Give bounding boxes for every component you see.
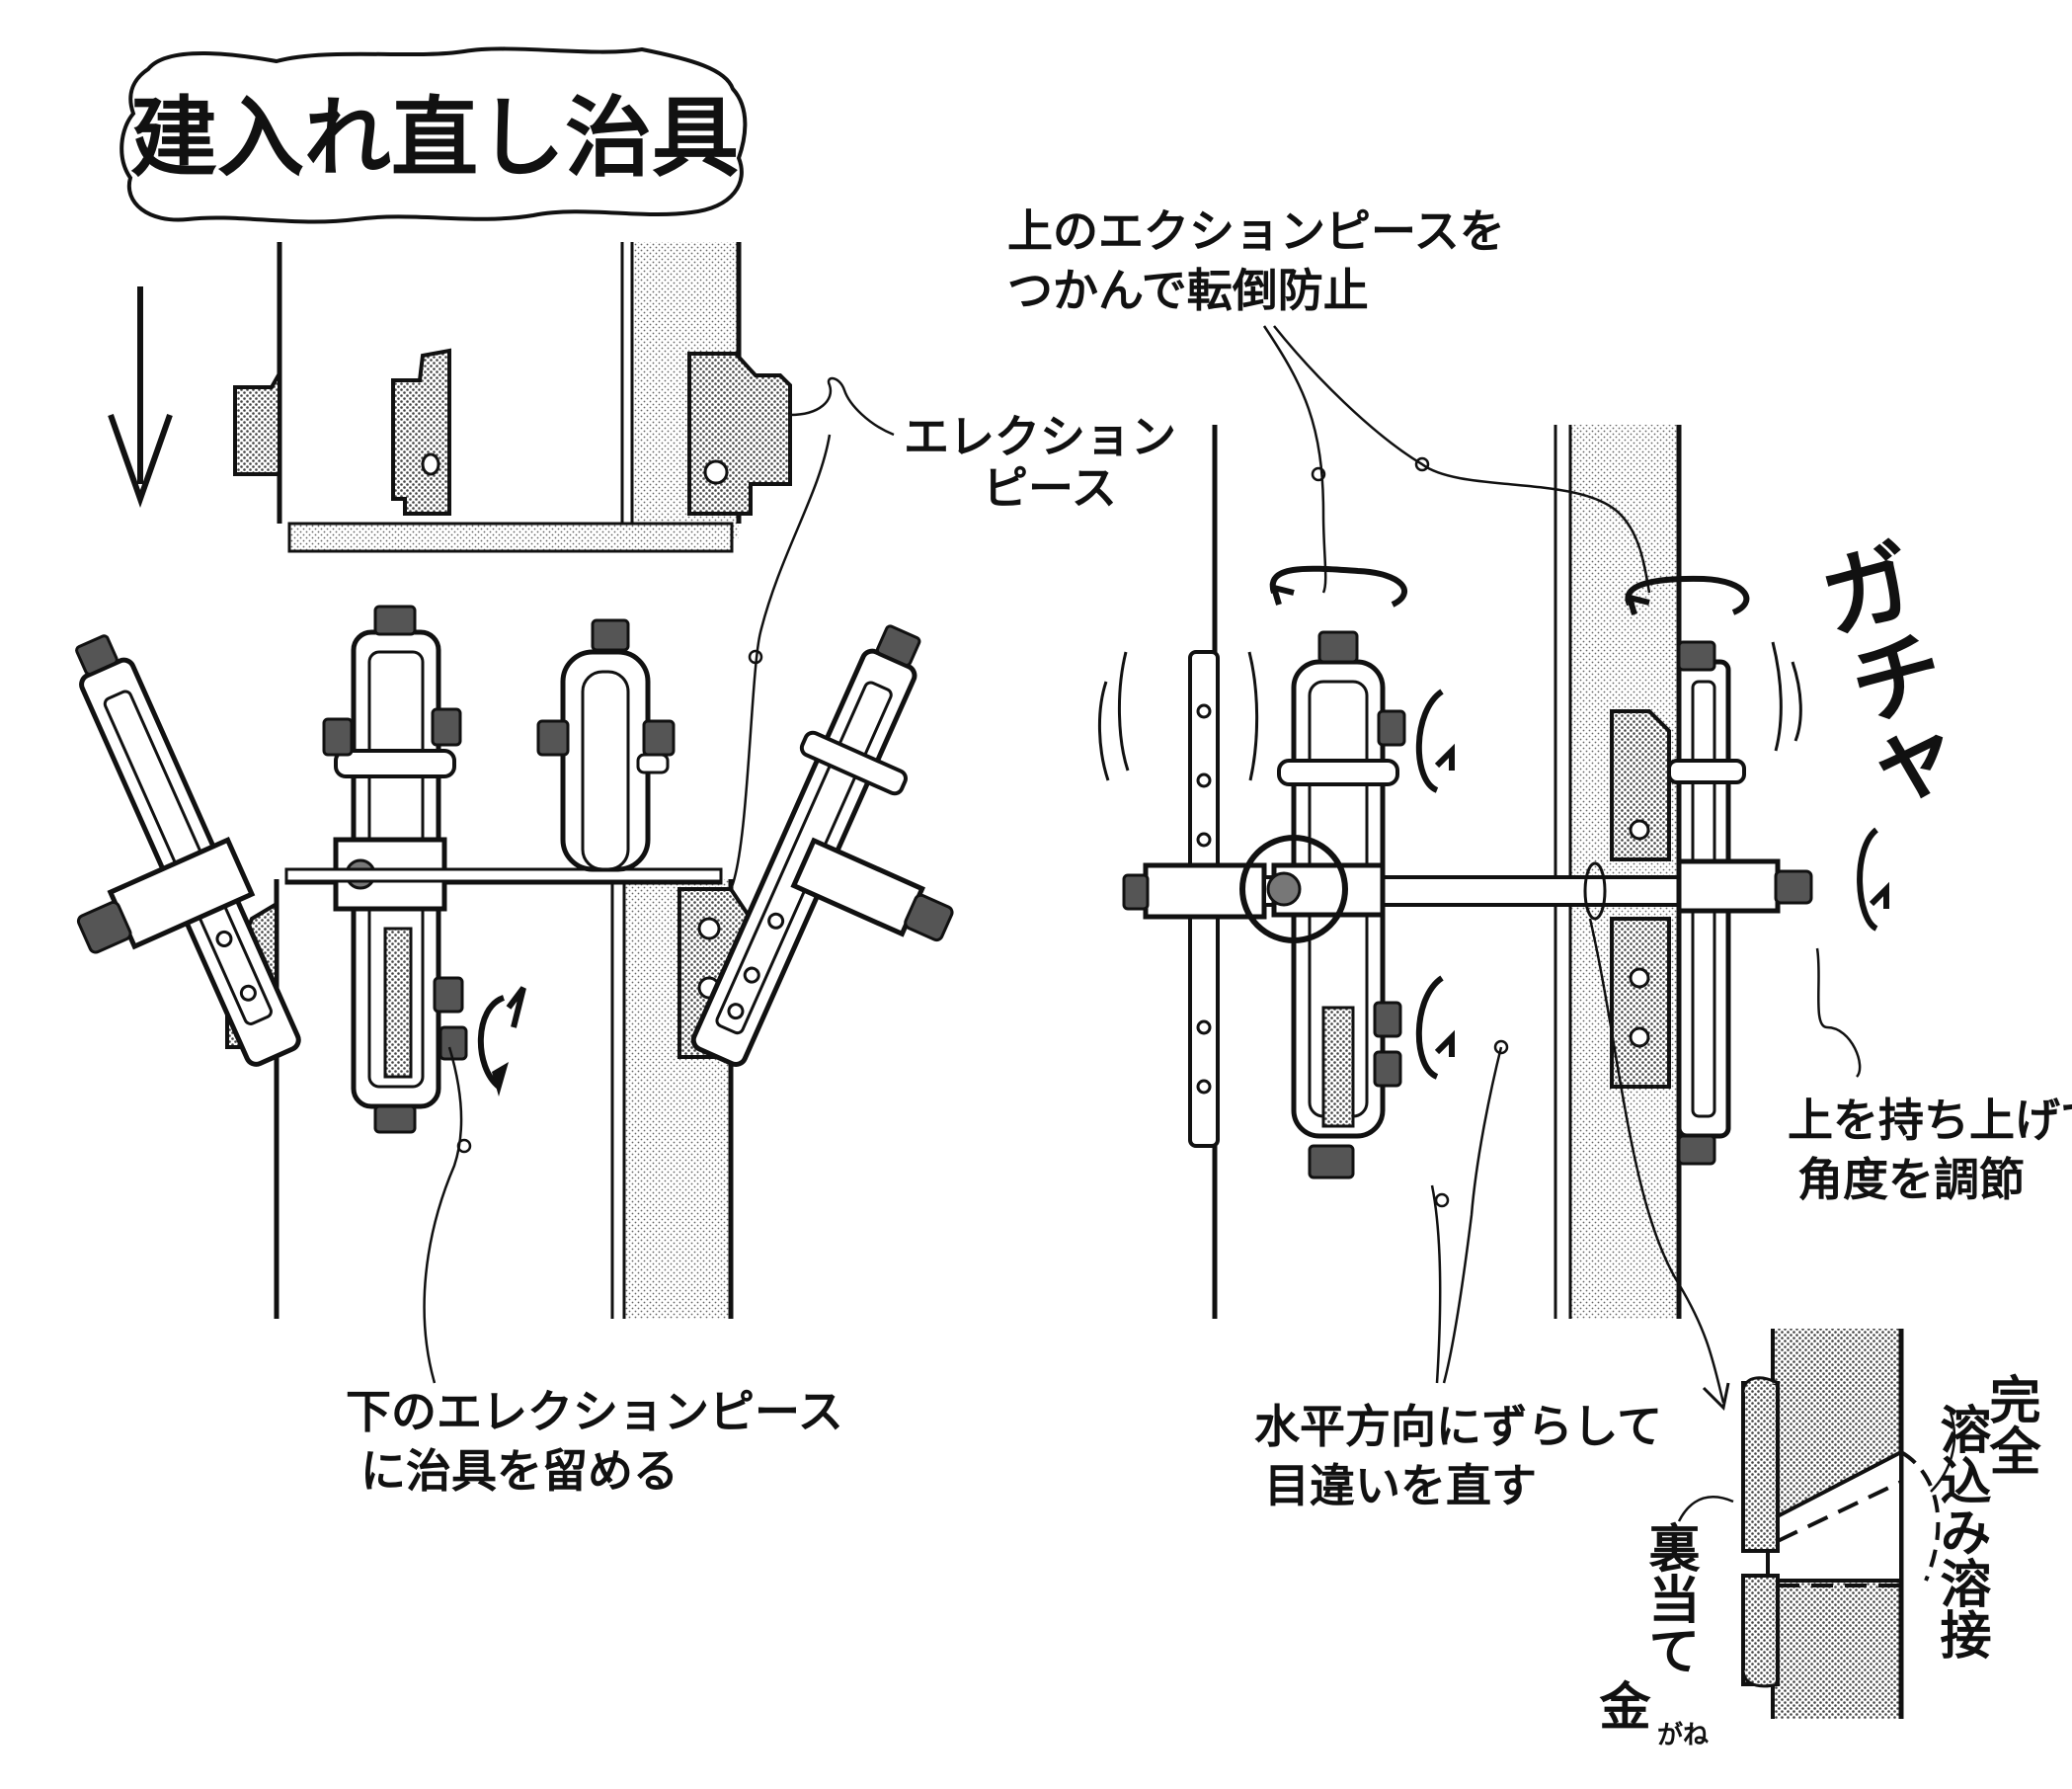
upper-piece-line1: 上のエクションピースを [1007,204,1505,258]
jig-back [536,618,676,872]
lower-column [225,867,753,1319]
right-erection-pieces [1610,709,1671,1089]
upper-column [233,242,792,553]
erection-piece-line2: ピース [983,461,1117,515]
jig-left-tilted [75,634,301,1067]
upper-piece-line2: つかんで転倒防止 [1007,264,1369,317]
sound-effect: ガ チ ャ [1810,528,1970,821]
title-cloud: 建入れ直し治具 [120,46,748,224]
label-full-penetration: 完全 溶込み溶接 [1931,1373,2041,1660]
full-penetration-col1: 完全 [1980,1373,2041,1476]
backing-ruby: がね [1657,1720,1709,1750]
label-erection-piece: エレクション ピース [904,410,1176,515]
right-side-jig [1667,640,1813,1166]
leader-lines-right [1262,325,1862,1412]
title-text: 建入れ直し治具 [130,87,739,189]
horizontal-line2: 目違いを直す [1264,1459,1537,1512]
full-penetration-col2: 溶込み溶接 [1931,1403,1991,1660]
motion-lines [1097,641,1802,781]
backing-col1: 裏当て [1639,1521,1700,1675]
leader-lines-left [423,376,895,1384]
rotation-arrows [1269,565,1889,1080]
lower-piece-line2: に治具を留める [360,1444,678,1498]
lower-piece-line1: 下のエレクションピース [346,1385,843,1438]
erection-piece-line1: エレクション [904,410,1176,463]
right-horizontal-bar [1122,835,1681,943]
label-lower-piece: 下のエレクションピース に治具を留める [346,1385,843,1498]
label-lift: 上を持ち上げて 角度を調節 [1788,1094,2072,1206]
horizontal-line1: 水平方向にずらして [1254,1400,1662,1453]
lift-line1: 上を持ち上げて [1788,1094,2072,1147]
label-horizontal: 水平方向にずらして 目違いを直す [1254,1400,1662,1512]
connecting-bar [284,867,723,883]
backing-col2: 金 [1590,1679,1651,1731]
label-backing: 裏当て 金 がね [1590,1521,1709,1750]
label-upper-piece: 上のエクションピースを つかんで転倒防止 [1007,204,1505,317]
jig-right-tilted [690,624,954,1067]
lift-line2: 角度を調節 [1797,1153,2025,1206]
weld-detail [1677,1329,1956,1719]
down-arrow-icon [108,286,173,509]
rotate-arrow-icon [477,986,526,1097]
